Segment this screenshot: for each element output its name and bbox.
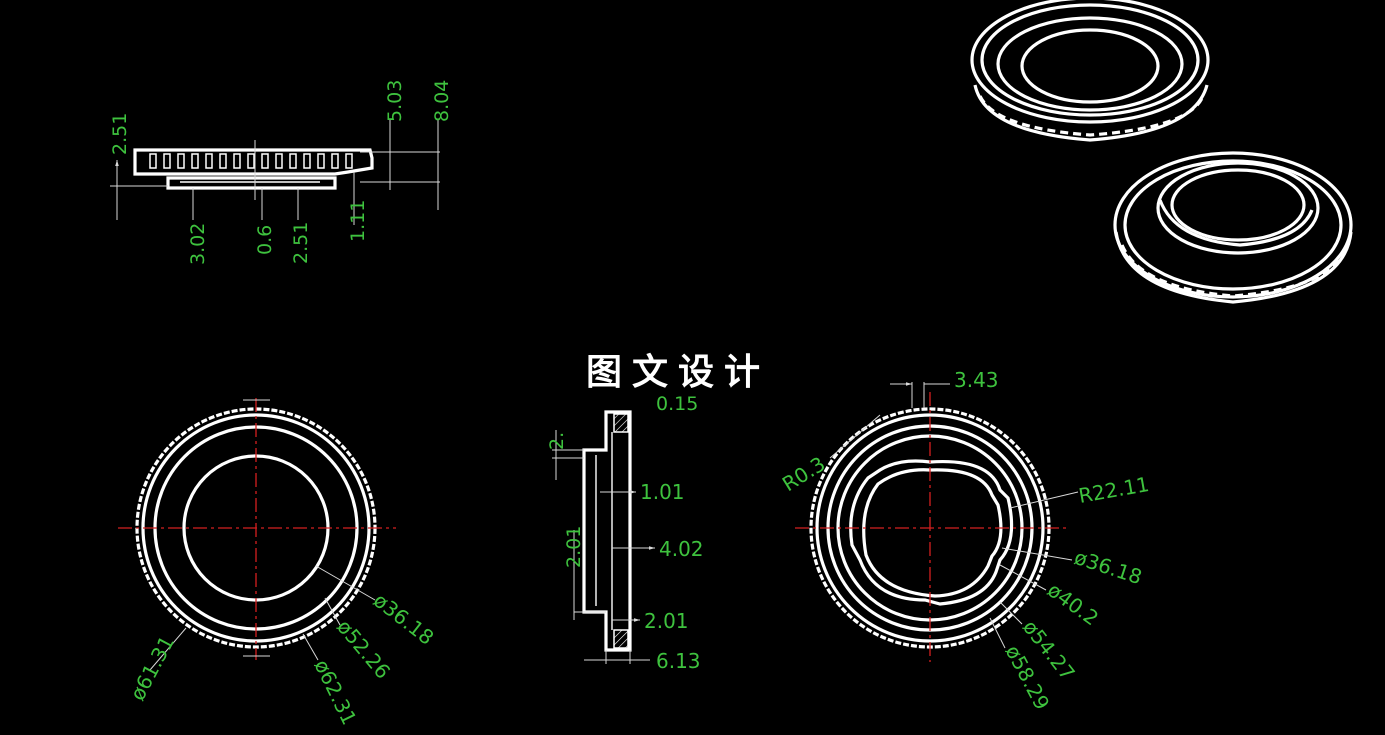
section-dim-6-13: 6.13 bbox=[656, 649, 701, 673]
side-view-tooth bbox=[233, 153, 241, 169]
side-view-tooth bbox=[177, 153, 185, 169]
front-dim-d62-31: ø62.31 bbox=[310, 656, 362, 729]
side-dim-1-11: 1.11 bbox=[347, 200, 369, 242]
back-dim-r0-3: R0.3 bbox=[778, 452, 829, 497]
side-dim-0-6: 0.6 bbox=[254, 225, 276, 255]
front-dim-d36-18: ø36.18 bbox=[369, 588, 439, 650]
side-view bbox=[110, 120, 440, 225]
section-dim-2-01: 2.01 bbox=[644, 609, 689, 633]
side-view-tooth bbox=[289, 153, 297, 169]
section-dim-4-02: 4.02 bbox=[659, 537, 704, 561]
side-dim-8-04: 8.04 bbox=[431, 80, 453, 122]
back-dim-d40-2: ø40.2 bbox=[1043, 578, 1103, 631]
back-dim-r22-11: R22.11 bbox=[1077, 472, 1151, 508]
side-view-tooth bbox=[205, 153, 213, 169]
side-dim-2-51-bottom: 2.51 bbox=[290, 222, 312, 264]
side-view-tooth bbox=[345, 153, 353, 169]
side-view-tooth bbox=[261, 153, 269, 169]
section-dim-2-01-vertical: 2.01 bbox=[563, 526, 585, 568]
side-view-tooth bbox=[149, 153, 157, 169]
section-view bbox=[552, 410, 655, 664]
side-view-tooth bbox=[331, 153, 339, 169]
side-view-tooth bbox=[317, 153, 325, 169]
section-dim-0-15: 0.15 bbox=[656, 393, 698, 415]
isometric-view-top bbox=[970, 0, 1210, 142]
side-view-tooth bbox=[191, 153, 199, 169]
back-dim-d36-18: ø36.18 bbox=[1071, 545, 1145, 589]
isometric-view-bottom bbox=[1113, 151, 1353, 304]
section-dim-1-01: 1.01 bbox=[640, 480, 685, 504]
back-dim-3-43: 3.43 bbox=[954, 368, 999, 392]
front-dim-d52-26: ø52.26 bbox=[332, 615, 395, 684]
side-view-tooth bbox=[247, 153, 255, 169]
back-view bbox=[795, 382, 1079, 662]
front-view bbox=[118, 398, 396, 671]
watermark-text: 图文设计 bbox=[586, 352, 770, 393]
side-dim-2-51-left: 2.51 bbox=[109, 113, 131, 155]
section-dim-2: 2. bbox=[546, 432, 568, 450]
side-view-tooth bbox=[275, 153, 283, 169]
side-view-tooth bbox=[163, 153, 171, 169]
side-dim-3-02: 3.02 bbox=[187, 223, 209, 265]
side-view-tooth bbox=[303, 153, 311, 169]
side-view-tooth bbox=[219, 153, 227, 169]
side-dim-5-03: 5.03 bbox=[384, 80, 406, 122]
front-dim-d61-31: ø61.31 bbox=[125, 632, 179, 705]
